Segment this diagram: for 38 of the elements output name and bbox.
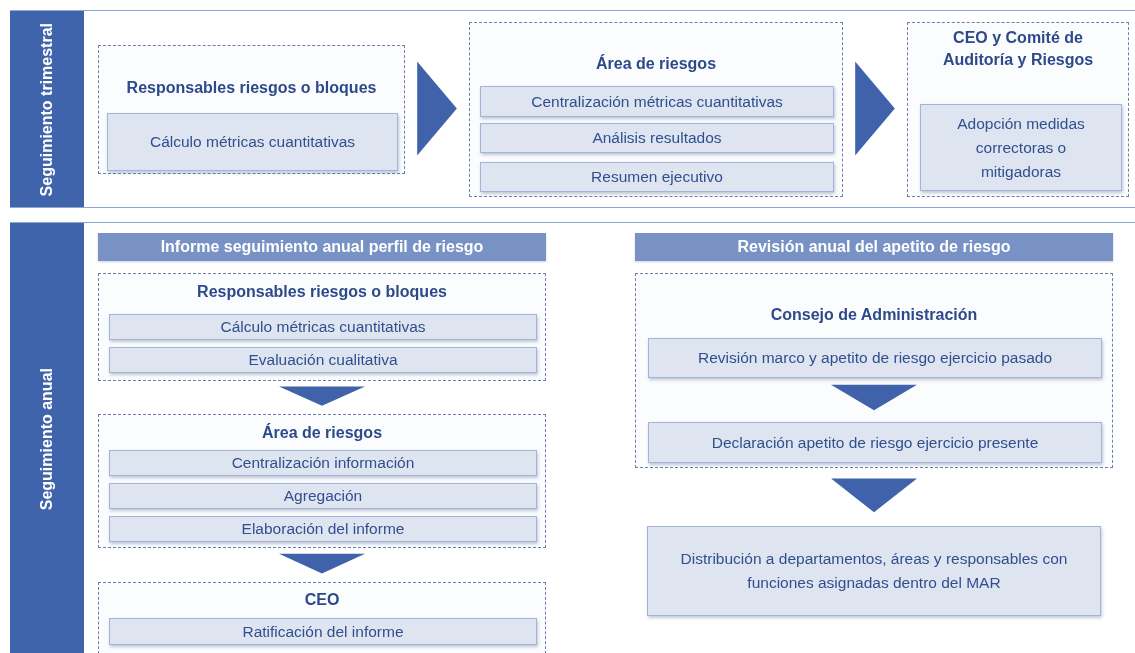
role-group	[469, 22, 843, 197]
chevron-arrow	[279, 553, 365, 574]
step-box: Resumen ejecutivo	[480, 162, 834, 192]
step-box: Adopción medidas correctoras o mitigadoras	[920, 104, 1122, 191]
role-group	[907, 22, 1129, 197]
group-heading: Responsables riesgos o bloques	[196, 282, 448, 302]
role-group	[98, 582, 546, 653]
chevron-arrow	[279, 386, 365, 406]
role-group	[98, 45, 405, 174]
group-heading: Consejo de Administración	[769, 305, 979, 325]
step-box: Ratificación del informe	[109, 618, 537, 645]
chevron-arrow	[417, 61, 457, 156]
role-group	[635, 273, 1113, 468]
group-heading: Responsables riesgos o bloques	[125, 78, 378, 98]
step-box: Elaboración del informe	[109, 516, 537, 542]
step-box: Distribución a departamentos, áreas y responsables con funciones asignadas dentro del MAR	[647, 526, 1101, 616]
section-label: Seguimiento anual	[38, 367, 56, 511]
role-group	[98, 414, 546, 548]
step-box: Agregación	[109, 483, 537, 509]
step-box: Centralización métricas cuantitativas	[480, 86, 834, 117]
section-header: Revisión anual del apetito de riesgo	[635, 233, 1113, 261]
chevron-arrow	[855, 61, 895, 156]
section-label: Seguimiento trimestral	[38, 23, 56, 197]
chevron-arrow	[831, 384, 917, 411]
section-header: Informe seguimiento anual perfil de riesgo	[98, 233, 546, 261]
chevron-arrow	[831, 478, 917, 513]
step-box: Cálculo métricas cuantitativas	[107, 113, 398, 171]
step-box: Evaluación cualitativa	[109, 347, 537, 373]
step-box: Centralización información	[109, 450, 537, 476]
group-heading: Área de riesgos	[594, 53, 718, 74]
group-heading: Área de riesgos	[260, 422, 384, 443]
role-group	[98, 273, 546, 381]
group-heading: CEO	[303, 590, 341, 610]
step-box: Revisión marco y apetito de riesgo ejercicio pasado	[648, 338, 1102, 378]
step-box: Declaración apetito de riesgo ejercicio presente	[648, 422, 1102, 463]
step-box: Análisis resultados	[480, 123, 834, 153]
group-heading: CEO y Comité de Auditoría y Riesgos	[941, 28, 1095, 70]
step-box: Cálculo métricas cuantitativas	[109, 314, 537, 340]
